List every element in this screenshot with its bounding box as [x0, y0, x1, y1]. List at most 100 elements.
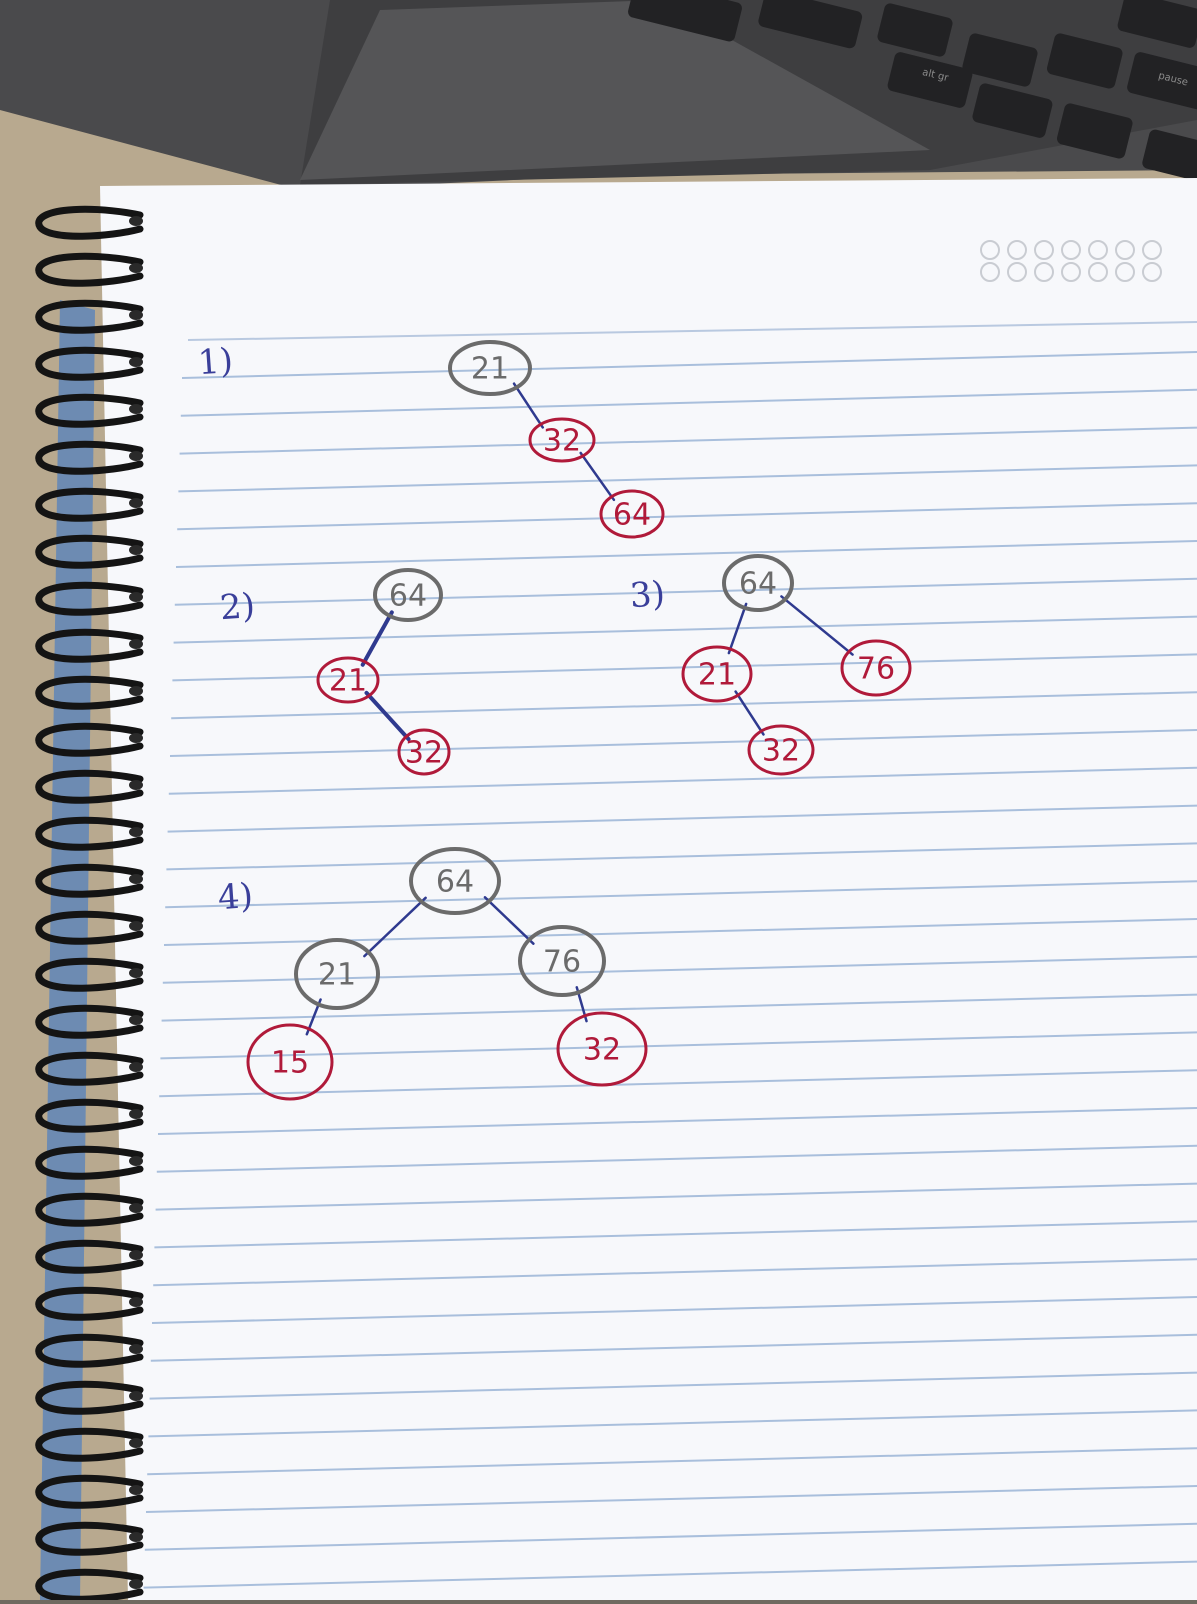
spiral-hole: [129, 357, 143, 367]
ruled-line: [175, 540, 1197, 568]
spiral-hole: [129, 639, 143, 649]
spiral-hole: [129, 1438, 143, 1448]
step-2-label: 2): [218, 585, 257, 629]
spiral-hole: [129, 921, 143, 931]
tree-node-red: 15: [246, 1023, 334, 1101]
spiral-ring: [35, 1004, 144, 1039]
spiral-ring: [35, 1239, 144, 1274]
node-circle: [294, 938, 380, 1010]
date-circle: [980, 240, 1000, 260]
ruled-line: [179, 426, 1197, 455]
laptop-trackpad: [300, 0, 930, 180]
spiral-ring: [35, 722, 144, 757]
spiral-ring: [35, 487, 144, 522]
spiral-ring: [35, 581, 144, 616]
node-value: 21: [471, 352, 509, 387]
spiral-hole: [129, 451, 143, 461]
ruled-lines: [143, 351, 1197, 1589]
spiral-hole: [129, 1015, 143, 1025]
spiral-ring: [35, 1568, 144, 1603]
spiral-ring: [35, 1427, 144, 1462]
node-value: 64: [389, 579, 427, 614]
spiral-hole: [129, 1579, 143, 1589]
ruled-line: [167, 804, 1197, 833]
tree-edge: [734, 690, 765, 736]
ruled-line: [159, 1069, 1197, 1098]
tree-edge: [364, 690, 411, 742]
ruled-line: [165, 880, 1197, 909]
ruled-line: [153, 1258, 1197, 1287]
spiral-ring: [35, 393, 144, 428]
spiral-ring: [35, 1098, 144, 1133]
date-circle: [1007, 262, 1027, 282]
node-circle: [681, 645, 753, 703]
spiral-ring: [35, 440, 144, 475]
tree-edge: [512, 382, 545, 429]
tree-node-red: 21: [681, 645, 753, 703]
spiral-ring: [35, 1051, 144, 1086]
spiral-hole: [129, 1485, 143, 1495]
spiral-ring: [35, 910, 144, 945]
spiral-hole: [129, 1156, 143, 1166]
date-circle: [1007, 240, 1027, 260]
spiral-hole: [129, 780, 143, 790]
spiral-ring: [35, 534, 144, 569]
node-circle: [556, 1011, 648, 1087]
node-value: 21: [698, 658, 736, 693]
spiral-binding: [35, 205, 144, 1603]
date-circle: [980, 262, 1000, 282]
node-circle: [840, 639, 912, 697]
ruled-line: [154, 1220, 1197, 1249]
ruled-line: [178, 464, 1197, 493]
node-value: 64: [436, 865, 474, 900]
tree-edge: [780, 595, 854, 656]
spiral-ring: [35, 1521, 144, 1556]
step-3-label: 3): [628, 573, 667, 617]
date-circle: [1115, 240, 1135, 260]
ruled-line: [169, 729, 1197, 757]
spiral-hole: [129, 1532, 143, 1542]
ruled-line: [166, 842, 1197, 871]
spiral-hole: [129, 592, 143, 602]
tree-node-red: 32: [747, 724, 815, 776]
ruled-line: [171, 691, 1197, 720]
spiral-hole: [129, 1344, 143, 1354]
tree-node-red: 21: [316, 656, 380, 704]
tree-node-black: 21: [448, 340, 532, 396]
spiral-hole: [129, 1109, 143, 1119]
step-4-label: 4): [216, 875, 255, 919]
ruled-line: [173, 615, 1197, 644]
spiral-ring: [35, 816, 144, 851]
tree-edge: [483, 896, 535, 945]
ruled-line: [160, 1031, 1197, 1060]
tree-node-red: 32: [556, 1011, 648, 1087]
node-circle: [528, 417, 596, 463]
tree-node-red: 76: [840, 639, 912, 697]
spiral-ring: [35, 1145, 144, 1180]
node-circle: [316, 656, 380, 704]
tree-node-red: 64: [599, 489, 665, 539]
spiral-hole: [129, 263, 143, 273]
node-value: 32: [583, 1033, 621, 1068]
tree-edge: [579, 451, 616, 502]
tree-node-black: 64: [409, 847, 501, 915]
spiral-hole: [129, 874, 143, 884]
node-value: 76: [543, 945, 581, 980]
node-circle: [448, 340, 532, 396]
ruled-line: [156, 1144, 1197, 1173]
spiral-hole: [129, 1391, 143, 1401]
ruled-line: [143, 1560, 1197, 1589]
notebook-page: [100, 178, 1197, 1600]
header-line: [187, 321, 1197, 341]
tree-edge: [360, 610, 394, 667]
spiral-hole: [129, 404, 143, 414]
tree-edge: [363, 896, 427, 958]
node-value: 76: [857, 652, 895, 687]
node-circle: [747, 724, 815, 776]
spiral-ring: [35, 252, 144, 287]
date-circle: [1142, 240, 1162, 260]
node-circle: [397, 728, 451, 776]
